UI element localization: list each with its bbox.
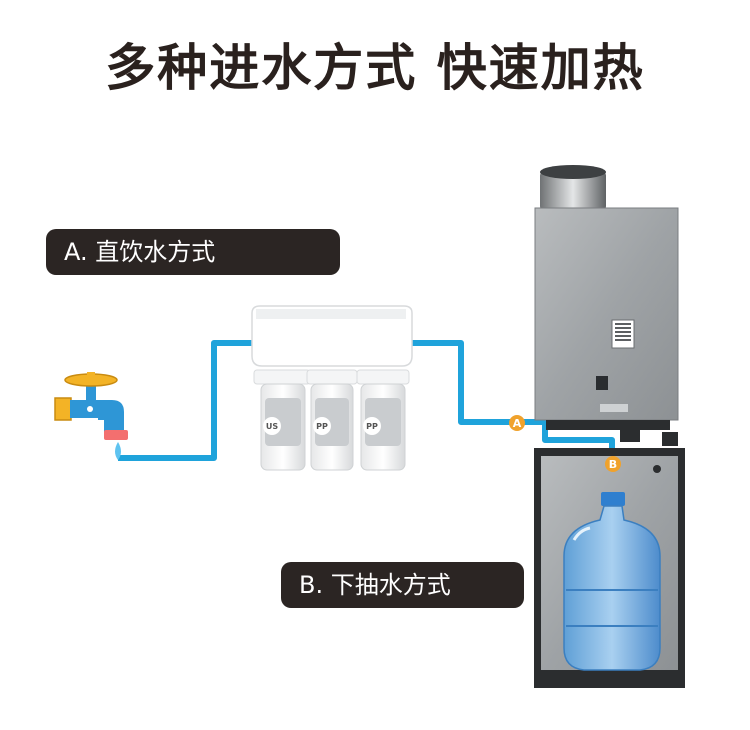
marker-b: B (605, 456, 621, 472)
svg-text:B: B (609, 458, 617, 471)
filter-cartridge: PP (310, 383, 354, 471)
filter-cartridge: US (260, 383, 306, 471)
filter-label: PP (316, 422, 328, 431)
filter-label: US (266, 422, 278, 431)
page-title: 多种进水方式 快速加热 (105, 39, 645, 97)
water-bottle-icon (563, 492, 661, 671)
method-b-label: B. 下抽水方式 (281, 562, 524, 608)
method-a-label: A. 直饮水方式 (46, 229, 340, 275)
filter-cartridge: PP (360, 383, 406, 471)
faucet-icon (54, 372, 128, 460)
water-pipe (118, 340, 615, 488)
filter-label: PP (366, 422, 378, 431)
marker-a: A (509, 415, 525, 431)
water-filter-icon: US PP PP (251, 305, 413, 471)
svg-text:A: A (513, 417, 522, 430)
